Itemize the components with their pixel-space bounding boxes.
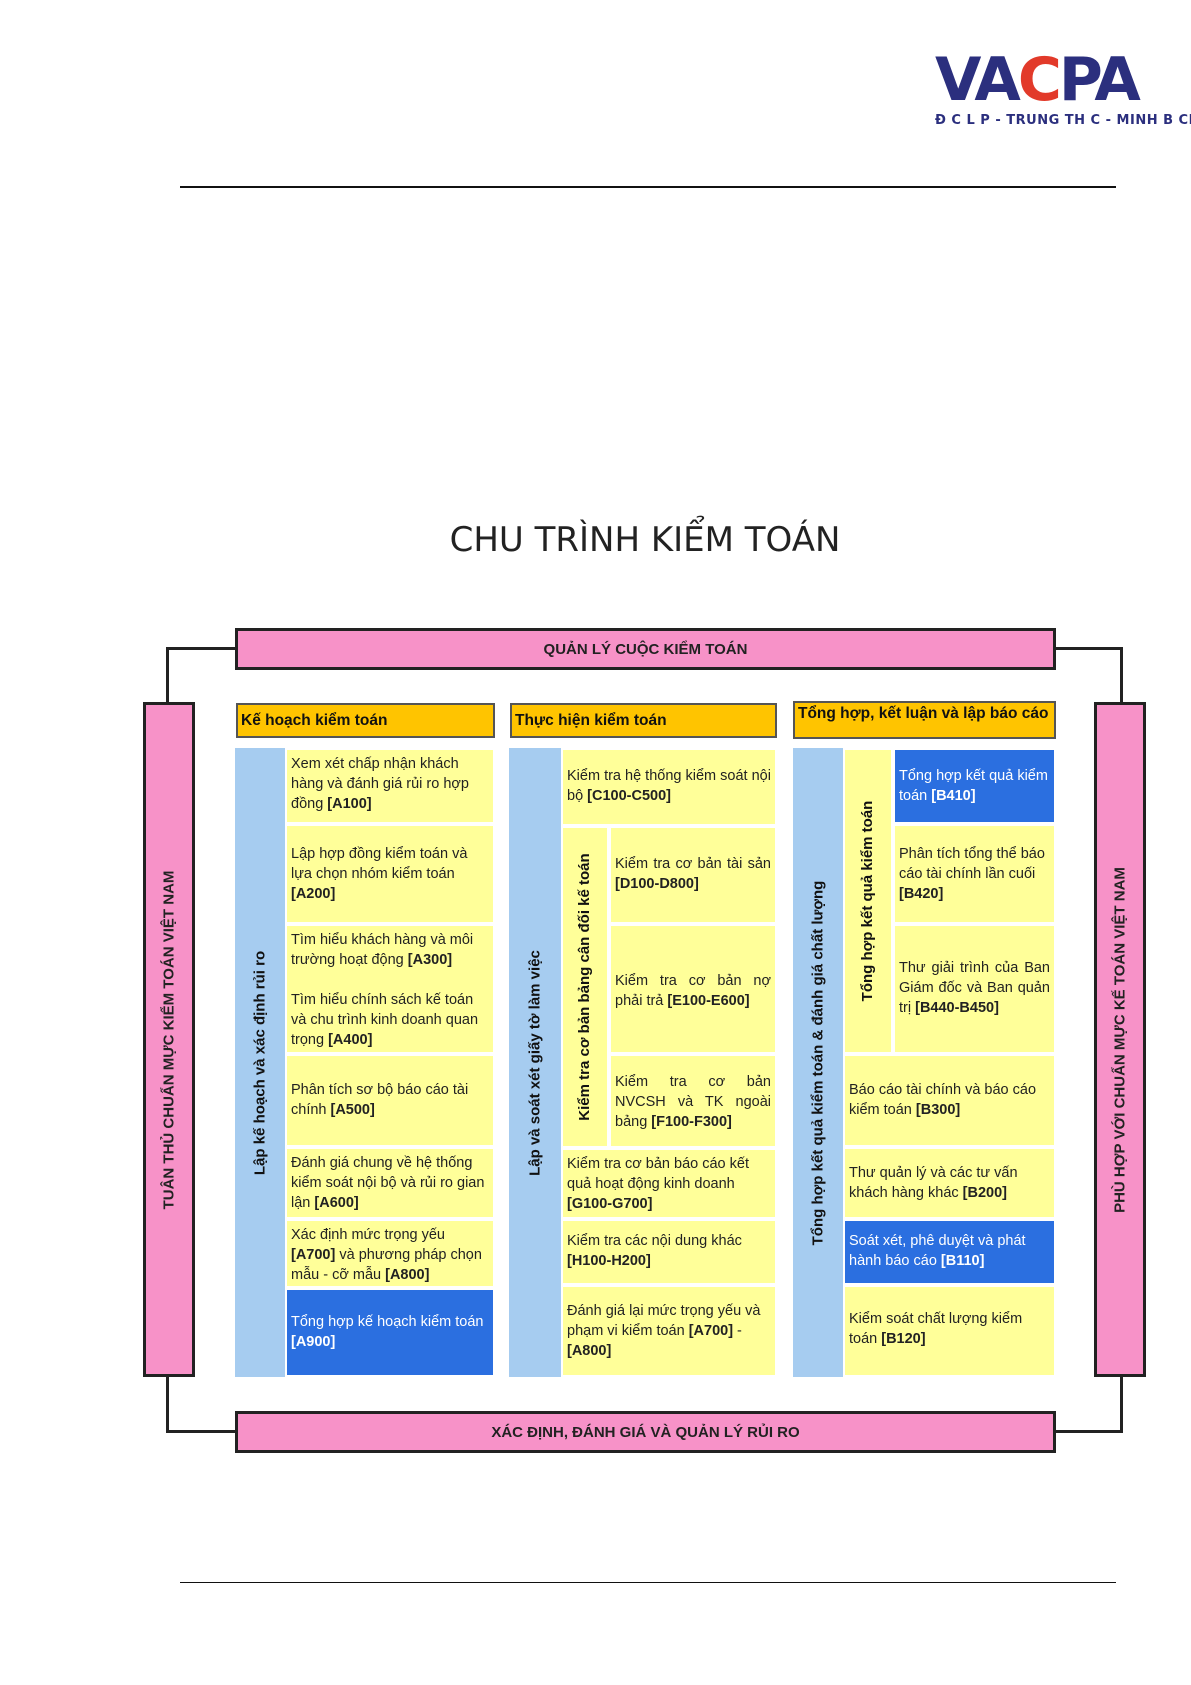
execution-substrip-label: Kiểm tra cơ bản bảng cân đối kế toán [576,853,593,1121]
frame-line-bottom-right-h [1053,1430,1123,1433]
logo-text-left: VA [935,45,1021,115]
execution-item-g100: Kiểm tra cơ bản báo cáo kết quả hoạt độn… [561,1148,777,1219]
planning-item-a300-a400: Tìm hiểu khách hàng và môi trường hoạt đ… [285,924,495,1054]
reporting-item-b440: Thư giải trình của Ban Giám đốc và Ban q… [893,924,1056,1054]
reporting-strip: Tổng hợp kết quả kiểm toán & đánh giá ch… [793,748,843,1377]
right-bar-label: PHÙ HỢP VỚI CHUẨN MỰC KẾ TOÁN VIỆT NAM [1111,866,1129,1213]
execution-strip: Lập và soát xét giấy tờ làm việc [509,748,561,1377]
left-bar-label: TUÂN THỦ CHUẨN MỰC KIỂM TOÁN VIỆT NAM [160,870,178,1209]
frame-line-bottom-left-v [166,1375,169,1433]
frame-line-bottom-right-v [1120,1375,1123,1433]
frame-line-top-left-v [166,647,169,702]
execution-item-a700-a800: Đánh giá lại mức trọng yếu và phạm vi ki… [561,1285,777,1377]
logo-subtitle: Đ C L P - TRUNG TH C - MINH B CH [935,113,1191,128]
execution-balance-sheet-group: Kiểm tra cơ bản bảng cân đối kế toán [561,826,609,1148]
frame-line-top-right-v [1120,647,1123,702]
diagram-title: CHU TRÌNH KIỂM TOÁN [449,520,841,560]
planning-item-a100: Xem xét chấp nhận khách hàng và đánh giá… [285,748,495,824]
left-bar-auditing-standards: TUÂN THỦ CHUẨN MỰC KIỂM TOÁN VIỆT NAM [143,702,195,1377]
execution-item-d100: Kiểm tra cơ bản tài sản [D100-D800] [609,826,777,924]
execution-item-f100: Kiểm tra cơ bản NVCSH và TK ngoài bảng [… [609,1054,777,1148]
header-rule [180,186,1116,188]
header-execution: Thực hiện kiểm toán [510,703,777,738]
reporting-item-b420: Phân tích tổng thể báo cáo tài chính lần… [893,824,1056,924]
header-reporting: Tổng hợp, kết luận và lập báo cáo [793,701,1056,739]
logo-text-mid: C [1017,45,1062,115]
frame-line-top-left-h [166,647,238,650]
planning-item-a600: Đánh giá chung về hệ thống kiểm soát nội… [285,1147,495,1219]
execution-item-h100: Kiểm tra các nội dung khác [H100-H200] [561,1219,777,1285]
planning-strip: Lập kế hoạch và xác định rủi ro [235,748,285,1377]
reporting-substrip-label: Tổng hợp kết quả kiểm toán [859,800,876,1002]
bottom-bar-risk-management: XÁC ĐỊNH, ĐÁNH GIÁ VÀ QUẢN LÝ RỦI RO [235,1411,1056,1453]
execution-item-c100: Kiểm tra hệ thống kiểm soát nội bộ [C100… [561,748,777,826]
right-bar-accounting-standards: PHÙ HỢP VỚI CHUẨN MỰC KẾ TOÁN VIỆT NAM [1094,702,1146,1377]
planning-strip-label: Lập kế hoạch và xác định rủi ro [251,950,269,1175]
reporting-item-b120: Kiểm soát chất lượng kiểm toán [B120] [843,1285,1056,1377]
vacpa-logo: VACPA Đ C L P - TRUNG TH C - MINH B CH [935,50,1191,132]
reporting-item-b410: Tổng hợp kết quả kiểm toán [B410] [893,748,1056,824]
planning-item-a700-a800: Xác định mức trọng yếu [A700] và phương … [285,1219,495,1288]
reporting-summary-group: Tổng hợp kết quả kiểm toán [843,748,893,1054]
planning-item-a900: Tổng hợp kế hoạch kiểm toán [A900] [285,1288,495,1377]
reporting-item-b300: Báo cáo tài chính và báo cáo kiểm toán [… [843,1054,1056,1147]
execution-strip-label: Lập và soát xét giấy tờ làm việc [526,949,544,1176]
top-bar-audit-management: QUẢN LÝ CUỘC KIỂM TOÁN [235,628,1056,670]
logo-text-right: PA [1058,45,1141,115]
planning-item-a500: Phân tích sơ bộ báo cáo tài chính [A500] [285,1054,495,1147]
execution-item-e100: Kiểm tra cơ bản nợ phải trả [E100-E600] [609,924,777,1054]
reporting-item-b110: Soát xét, phê duyệt và phát hành báo cáo… [843,1219,1056,1285]
frame-line-top-right-h [1053,647,1123,650]
reporting-strip-label: Tổng hợp kết quả kiểm toán & đánh giá ch… [809,880,827,1245]
frame-line-bottom-left-h [166,1430,238,1433]
footer-rule [180,1582,1116,1583]
reporting-item-b200: Thư quản lý và các tư vấn khách hàng khá… [843,1147,1056,1219]
header-planning: Kế hoạch kiểm toán [236,703,495,738]
planning-item-a200: Lập hợp đồng kiểm toán và lựa chọn nhóm … [285,824,495,924]
